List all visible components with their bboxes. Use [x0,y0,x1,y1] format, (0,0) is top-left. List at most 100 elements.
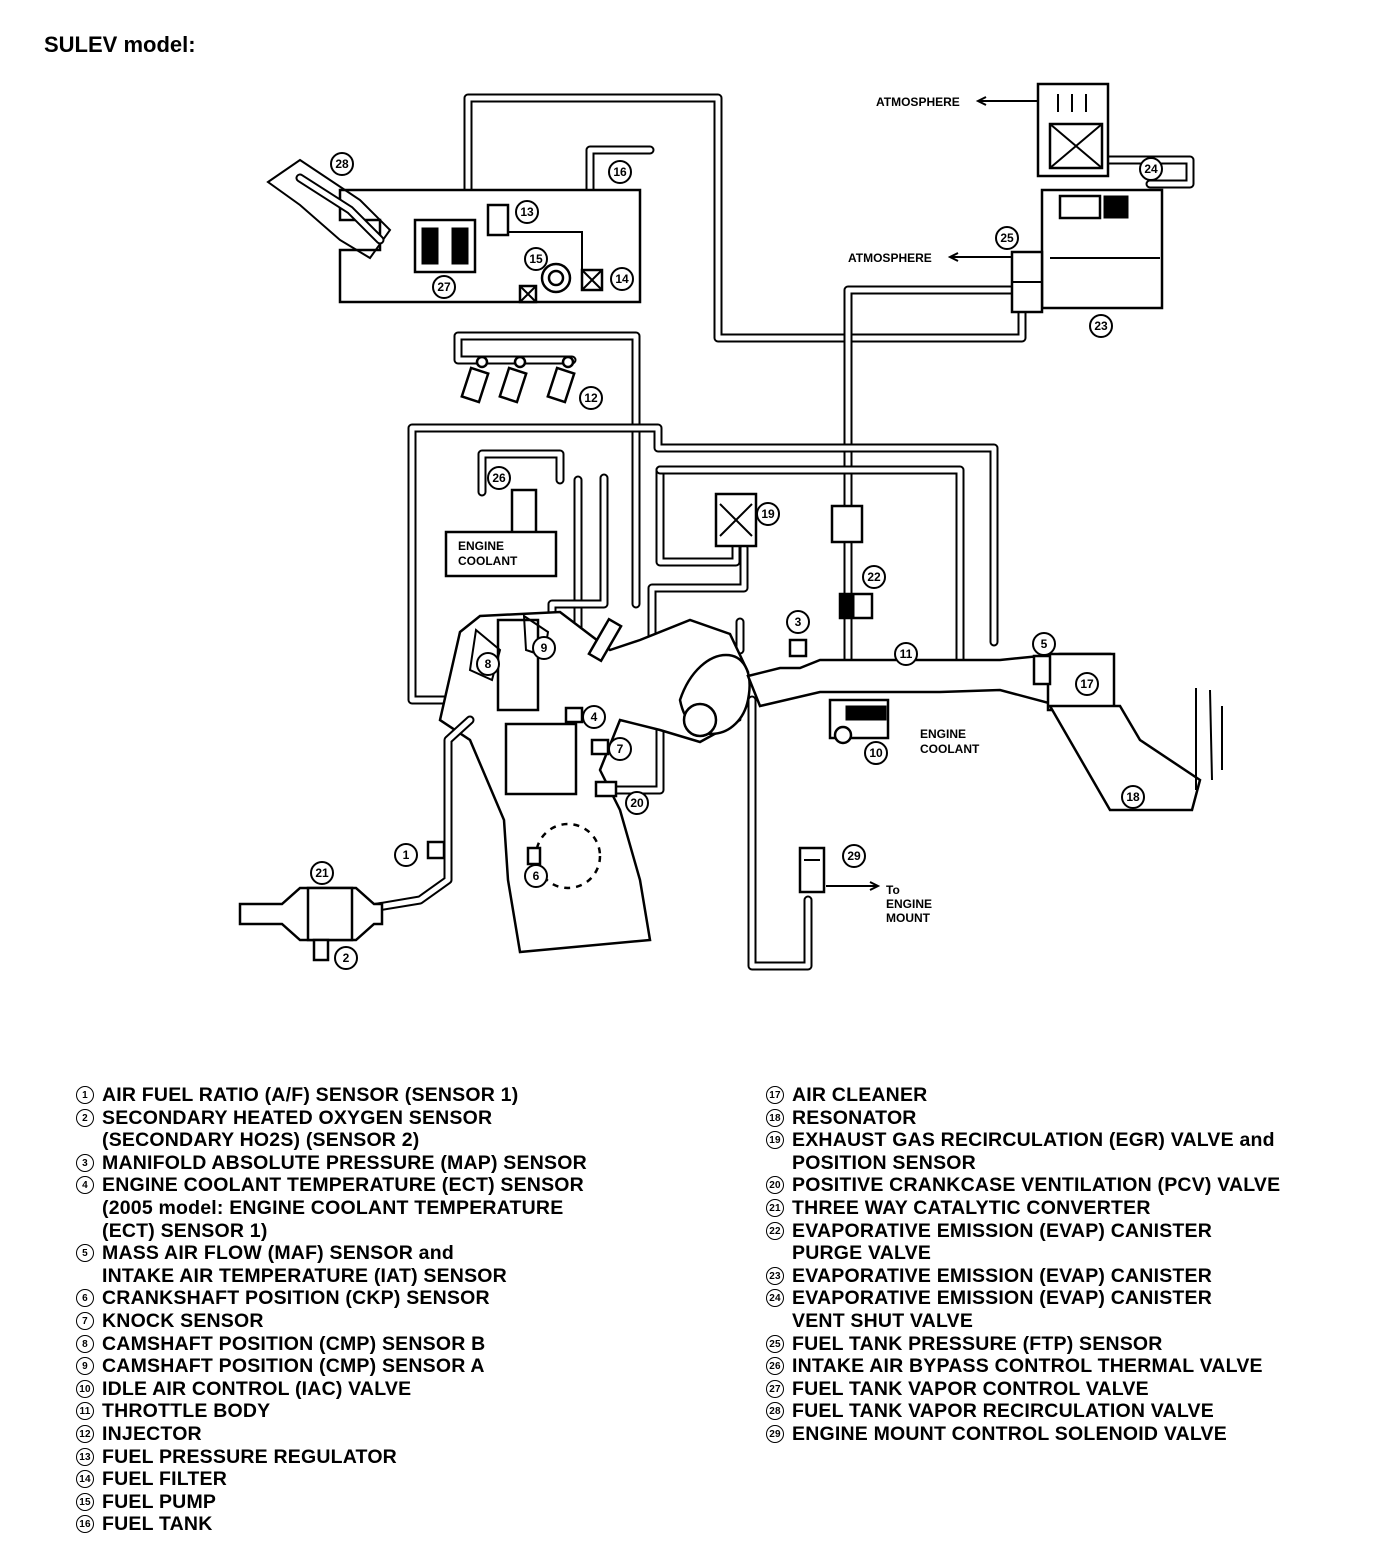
svg-text:16: 16 [613,165,627,179]
callout-23: 23 [1089,314,1113,338]
legend-item-18: 18 RESONATOR [766,1107,1280,1130]
legend-item-23: 23 EVAPORATIVE EMISSION (EVAP) CANISTER [766,1265,1280,1288]
callout-18: 18 [1121,785,1145,809]
legend-item-22: 22 EVAPORATIVE EMISSION (EVAP) CANISTER P… [766,1220,1280,1265]
svg-text:27: 27 [437,280,451,294]
svg-text:26: 26 [492,471,506,485]
legend-item-2: 2 SECONDARY HEATED OXYGEN SENSOR (SECONDA… [76,1107,587,1152]
legend-text: THREE WAY CATALYTIC CONVERTER [792,1196,1151,1219]
callout-19: 19 [756,502,780,526]
svg-text:25: 25 [1000,231,1014,245]
legend-number: 17 [766,1086,784,1104]
legend-text: FUEL FILTER [102,1468,227,1491]
legend-text: FUEL TANK VAPOR RECIRCULATION VALVE [792,1400,1214,1423]
legend-number: 15 [76,1492,94,1511]
legend-text: FUEL TANK PRESSURE (FTP) SENSOR [792,1332,1163,1355]
injectors [460,355,577,404]
legend-text: ENGINE COOLANT TEMPERATURE (ECT) SENSOR … [102,1174,584,1242]
legend-number: 22 [766,1221,784,1240]
svg-text:21: 21 [315,866,329,880]
legend-text: FUEL PRESSURE REGULATOR [102,1445,397,1468]
svg-text:2: 2 [343,951,350,965]
legend-number: 20 [766,1176,784,1195]
legend-text: SECONDARY HEATED OXYGEN SENSOR (SECONDAR… [102,1106,493,1152]
callout-7: 7 [608,737,632,761]
callout-6: 6 [524,864,548,888]
label-to-engine-mount-2: ENGINE [886,897,932,911]
callout-5: 5 [1032,632,1056,656]
legend-item-21: 21 THREE WAY CATALYTIC CONVERTER [766,1197,1280,1220]
callout-17: 17 [1075,672,1099,696]
legend-text: EVAPORATIVE EMISSION (EVAP) CANISTER [792,1264,1212,1287]
callout-8: 8 [476,652,500,676]
legend-number: 5 [76,1244,94,1263]
legend-number: 10 [76,1379,94,1398]
page-title: SULEV model: [44,32,196,57]
legend-text: EVAPORATIVE EMISSION (EVAP) CANISTER PUR… [792,1219,1212,1265]
svg-text:23: 23 [1094,319,1108,333]
hose-lines [407,93,1195,971]
legend-number: 3 [76,1153,94,1172]
svg-text:11: 11 [900,647,913,661]
legend-number: 18 [766,1108,784,1127]
legend-text: CRANKSHAFT POSITION (CKP) SENSOR [102,1287,490,1310]
legend-number: 19 [766,1131,784,1150]
legend-text: ENGINE MOUNT CONTROL SOLENOID VALVE [792,1422,1227,1445]
svg-text:17: 17 [1080,677,1094,691]
legend-number: 4 [76,1176,94,1195]
legend-number: 26 [766,1357,784,1376]
callout-3: 3 [786,610,810,634]
callout-15: 15 [524,247,548,271]
svg-text:22: 22 [867,570,881,584]
svg-text:20: 20 [630,796,644,810]
callout-4: 4 [582,705,606,729]
svg-text:7: 7 [617,742,624,756]
callout-29: 29 [842,844,866,868]
legend-item-4: 4 ENGINE COOLANT TEMPERATURE (ECT) SENSOR… [76,1174,587,1242]
legend-number: 2 [76,1108,94,1127]
inline-valves [444,488,881,894]
legend-number: 16 [76,1515,94,1534]
legend-number: 21 [766,1198,784,1217]
legend-number: 23 [766,1266,784,1285]
label-engine-coolant-box-1: ENGINE [458,539,504,553]
evap-canister-assembly [1010,82,1164,314]
label-to-engine-mount-3: MOUNT [886,911,931,925]
callout-16: 16 [608,160,632,184]
label-atmosphere-mid: ATMOSPHERE [848,251,932,265]
legend-text: RESONATOR [792,1106,917,1129]
svg-text:12: 12 [584,391,598,405]
svg-text:4: 4 [591,710,598,724]
legend-item-8: 8 CAMSHAFT POSITION (CMP) SENSOR B [76,1333,587,1356]
legend-number: 7 [76,1311,94,1330]
svg-text:28: 28 [335,157,349,171]
svg-text:24: 24 [1144,162,1158,176]
intake-tract [746,638,1223,812]
legend-number: 27 [766,1379,784,1398]
legend-number: 8 [76,1334,94,1353]
callout-11: 11 [894,642,918,666]
callout-26: 26 [487,466,511,490]
svg-text:1: 1 [403,848,410,862]
fuel-tank-assembly [266,158,642,304]
legend-text: CAMSHAFT POSITION (CMP) SENSOR B [102,1332,486,1355]
legend-text: KNOCK SENSOR [102,1309,264,1332]
callouts: 1 2 3 4 5 6 7 8 9 10 11 12 13 14 15 16 1… [310,152,1163,970]
callout-28: 28 [330,152,354,176]
svg-text:5: 5 [1041,637,1048,651]
svg-text:3: 3 [795,615,802,629]
callout-2: 2 [334,946,358,970]
